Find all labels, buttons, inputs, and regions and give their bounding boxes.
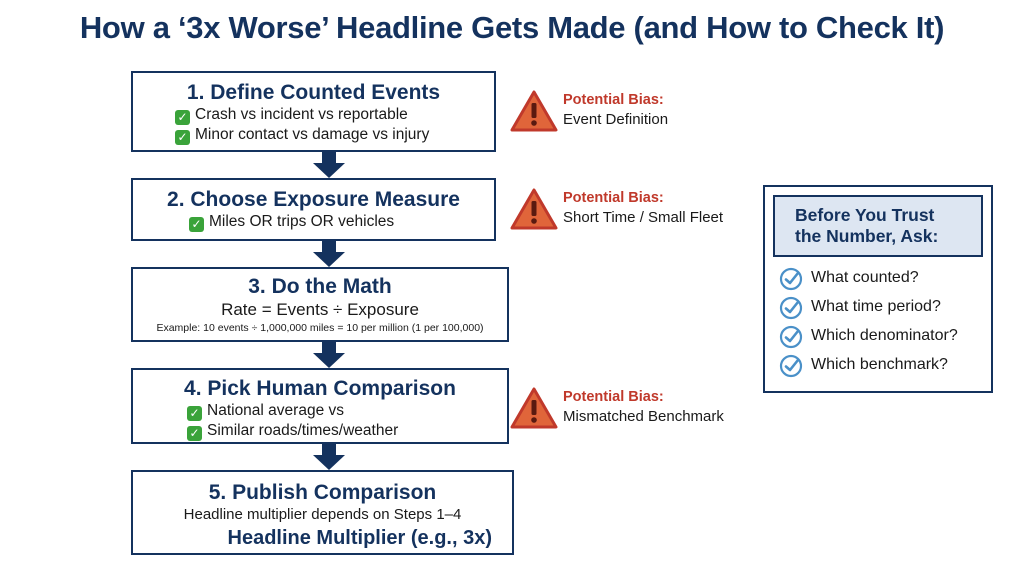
circle-check-icon <box>779 354 803 378</box>
step-1-box: 1. Define Counted Events ✓Crash vs incid… <box>131 71 496 152</box>
bias-callout-1: Potential Bias: Event Definition <box>509 89 739 137</box>
step-5-subtitle: Headline multiplier depends on Steps 1–4 <box>183 506 462 523</box>
down-arrow-icon <box>313 241 345 267</box>
step-5-headline: Headline Multiplier (e.g., 3x) <box>227 527 493 549</box>
bias-callout-2: Potential Bias: Short Time / Small Fleet <box>509 187 749 235</box>
checklist-panel-header: Before You Trust the Number, Ask: <box>773 195 983 257</box>
circle-check-icon <box>779 296 803 320</box>
down-arrow-icon <box>313 342 345 368</box>
step-4-title: 4. Pick Human Comparison <box>184 377 456 400</box>
check-mark-icon: ✓ <box>175 130 190 145</box>
bias-label: Potential Bias: <box>563 389 664 405</box>
check-mark-icon: ✓ <box>189 217 204 232</box>
step-1-title: 1. Define Counted Events <box>186 81 441 104</box>
step-3-box: 3. Do the Math Rate = Events ÷ Exposure … <box>131 267 509 342</box>
checklist-question-text: Which denominator? <box>811 327 958 344</box>
circle-check-icon <box>779 267 803 291</box>
down-arrow-icon <box>313 444 345 470</box>
step-4-box: 4. Pick Human Comparison ✓National avera… <box>131 368 509 444</box>
checklist-question-text: What time period? <box>811 298 941 315</box>
step-3-formula: Rate = Events ÷ Exposure <box>221 300 419 319</box>
checklist-question-text: What counted? <box>811 269 919 286</box>
warning-triangle-icon <box>510 387 558 429</box>
check-mark-icon: ✓ <box>187 406 202 421</box>
step-4-item-1: ✓National average vs <box>133 401 507 421</box>
bias-text: Short Time / Small Fleet <box>563 209 724 226</box>
bias-label: Potential Bias: <box>563 190 664 206</box>
warning-triangle-icon <box>510 90 558 132</box>
checklist-panel: Before You Trust the Number, Ask: What c… <box>763 185 993 393</box>
step-3-example: Example: 10 events ÷ 1,000,000 miles = 1… <box>156 322 484 334</box>
bias-text: Mismatched Benchmark <box>563 408 724 425</box>
down-arrow-icon <box>313 152 345 178</box>
step-2-box: 2. Choose Exposure Measure ✓Miles OR tri… <box>131 178 496 241</box>
step-2-item-1: ✓Miles OR trips OR vehicles <box>133 212 494 232</box>
step-3-title: 3. Do the Math <box>248 275 392 298</box>
bias-text: Event Definition <box>563 111 669 128</box>
check-mark-icon: ✓ <box>187 426 202 441</box>
step-4-item-2: ✓Similar roads/times/weather <box>133 421 507 441</box>
bias-label: Potential Bias: <box>563 92 664 108</box>
panel-header-line-2: the Number, Ask: <box>795 226 939 246</box>
step-1-item-2: ✓Minor contact vs damage vs injury <box>133 125 494 145</box>
page-title: How a ‘3x Worse’ Headline Gets Made (and… <box>79 10 945 45</box>
warning-triangle-icon <box>510 188 558 230</box>
circle-check-icon <box>779 325 803 349</box>
bias-callout-3: Potential Bias: Mismatched Benchmark <box>509 386 749 434</box>
step-5-box: 5. Publish Comparison Headline multiplie… <box>131 470 514 555</box>
check-mark-icon: ✓ <box>175 110 190 125</box>
panel-header-line-1: Before You Trust <box>795 205 935 225</box>
step-1-item-1: ✓Crash vs incident vs reportable <box>133 105 494 125</box>
step-5-title: 5. Publish Comparison <box>208 481 437 504</box>
checklist-question-text: Which benchmark? <box>811 356 948 373</box>
step-2-title: 2. Choose Exposure Measure <box>167 188 460 211</box>
